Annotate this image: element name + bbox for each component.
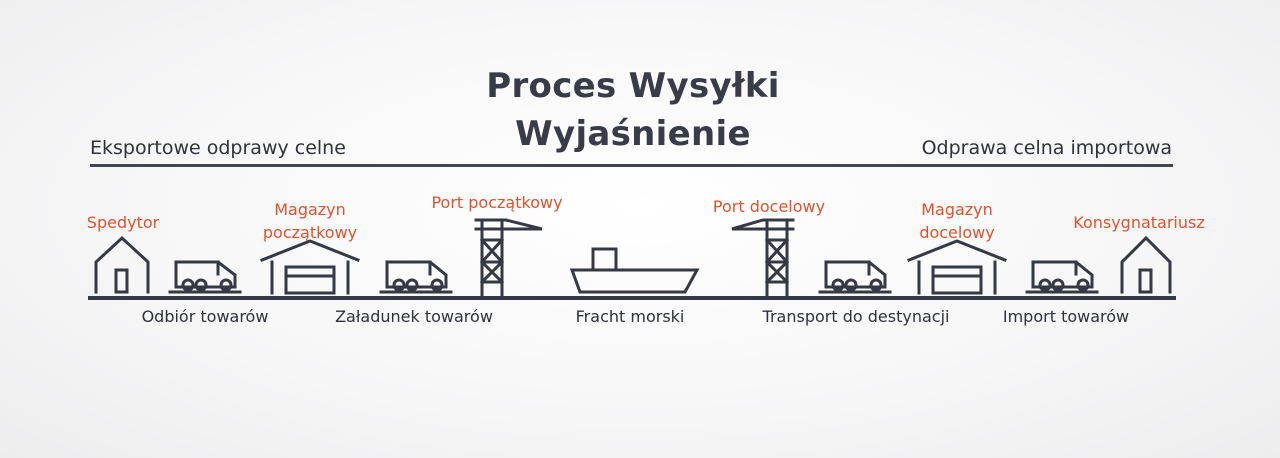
stage-destination-warehouse-line-1: Magazyn (921, 200, 993, 219)
stage-destination-warehouse-label: Magazyn docelowy (919, 198, 994, 244)
stage-destination-port-label: Port docelowy (712, 197, 826, 216)
step-transport-label: Transport do destynacji (762, 307, 950, 326)
step-loading-label: Załadunek towarów (335, 307, 493, 326)
cargo-ship-icon (569, 247, 700, 294)
title-line-2: Wyjaśnienie (515, 114, 751, 154)
shipper-house-icon (94, 235, 150, 294)
stage-shipper-label: Spedytor (86, 213, 160, 232)
truck-icon (168, 260, 242, 294)
step-pickup-label: Odbiór towarów (141, 307, 269, 326)
truck-icon (379, 260, 453, 294)
export-customs-label: Eksportowe odprawy celne (90, 137, 346, 159)
stage-origin-warehouse-label: Magazyn początkowy (263, 198, 357, 244)
origin-warehouse-icon (260, 239, 360, 295)
stage-origin-warehouse-line-2: początkowy (262, 223, 358, 242)
consignee-house-icon (1120, 235, 1172, 294)
stage-consignee-label: Konsygnatariusz (1073, 213, 1205, 232)
diagram-title: Proces Wysyłki Wyjaśnienie (0, 62, 1266, 158)
stage-destination-warehouse-line-2: docelowy (919, 223, 995, 242)
step-import-label: Import towarów (1002, 307, 1130, 326)
destination-port-crane-icon (731, 218, 795, 297)
stage-origin-port-label: Port początkowy (431, 193, 563, 212)
title-line-1: Proces Wysyłki (486, 66, 780, 106)
destination-warehouse-icon (907, 239, 1007, 295)
truck-icon (1025, 260, 1099, 294)
top-divider (90, 164, 1173, 167)
import-customs-label: Odprawa celna importowa (921, 137, 1172, 159)
stage-origin-warehouse-line-1: Magazyn (274, 200, 346, 219)
origin-port-crane-icon (474, 218, 543, 297)
truck-icon (818, 260, 892, 294)
step-freight-label: Fracht morski (575, 307, 685, 326)
